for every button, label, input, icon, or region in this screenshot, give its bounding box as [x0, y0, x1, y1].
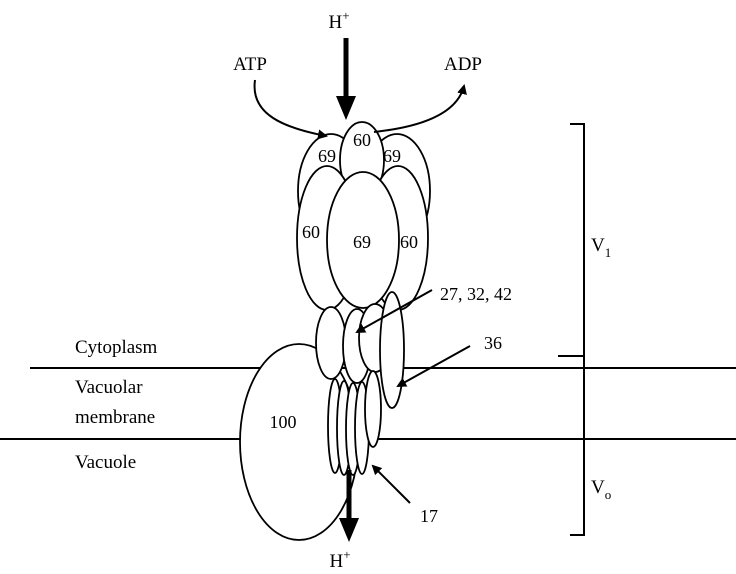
- c36-callout-arrow: [398, 346, 470, 386]
- proton-bottom-label: H+: [329, 547, 350, 572]
- subunit-69-right-label: 69: [383, 146, 401, 166]
- subunit-100-label: 100: [270, 412, 297, 432]
- proteolipid-5: [365, 371, 381, 447]
- v1-label: V1: [591, 235, 611, 260]
- c17-callout-label: 17: [420, 506, 438, 526]
- vacuole-label: Vacuole: [75, 452, 136, 473]
- c17-callout-arrow: [373, 466, 410, 503]
- subunit-69-center-label: 69: [353, 232, 371, 252]
- stalk-callout-label: 27, 32, 42: [440, 284, 512, 304]
- cytoplasm-label: Cytoplasm: [75, 337, 158, 358]
- adp-label: ADP: [444, 54, 482, 75]
- vo-bracket: [570, 356, 584, 535]
- proton-top-label: H+: [328, 8, 349, 33]
- v1-bracket: [558, 124, 584, 356]
- membrane-label-line2: membrane: [75, 407, 155, 428]
- subunit-36: [380, 292, 404, 408]
- atp-label: ATP: [233, 54, 267, 75]
- subunit-60-left-label: 60: [302, 222, 320, 242]
- proton-in-arrowhead: [336, 96, 356, 120]
- subunit-stalk-left: [316, 307, 346, 379]
- vo-label: Vo: [591, 477, 611, 502]
- atp-arrow: [255, 80, 326, 136]
- subunit-60-right-label: 60: [400, 232, 418, 252]
- membrane-label-line1: Vacuolar: [75, 377, 143, 398]
- proton-out-arrowhead: [339, 518, 359, 542]
- c36-callout-label: 36: [484, 333, 502, 353]
- subunit-69-left-label: 69: [318, 146, 336, 166]
- subunit-60-top-label: 60: [353, 130, 371, 150]
- adp-arrow: [374, 86, 464, 132]
